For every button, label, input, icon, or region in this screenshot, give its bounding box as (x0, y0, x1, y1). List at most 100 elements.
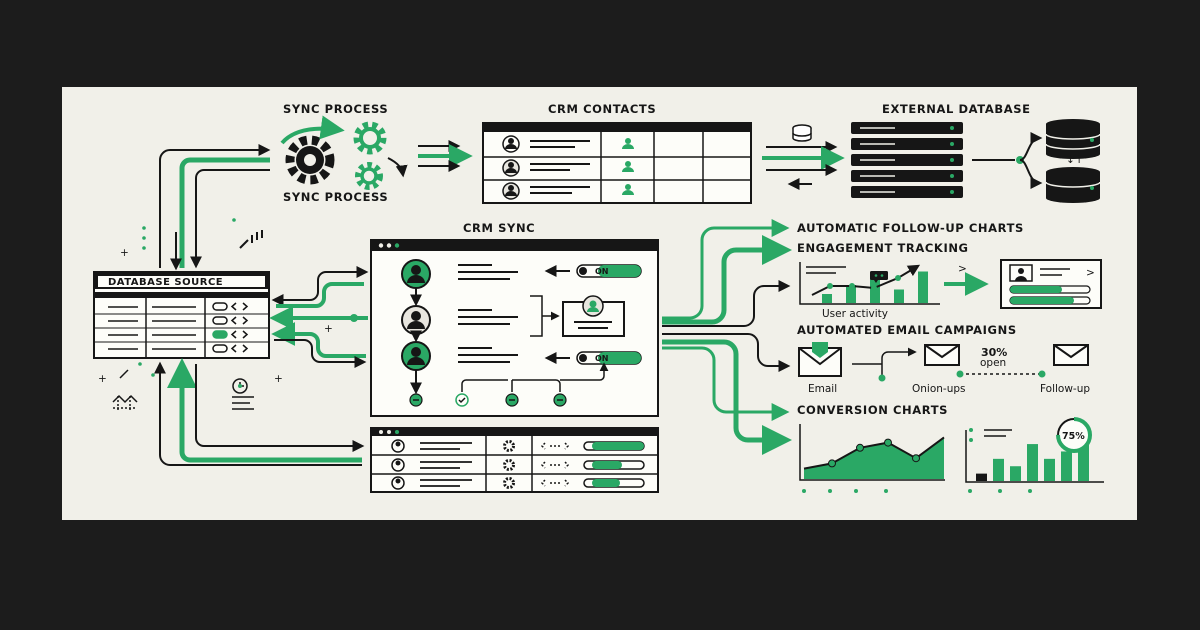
decoration (142, 218, 236, 250)
engagement-bar (918, 271, 928, 303)
gear-icon (503, 440, 515, 452)
toggle-on[interactable] (576, 264, 642, 278)
checkmark-icon (409, 393, 423, 407)
engagement-bar (846, 285, 856, 303)
user-icon (502, 135, 520, 153)
decoration: + (120, 247, 129, 259)
decoration (138, 362, 155, 377)
engagement-bar (822, 294, 832, 303)
area-line (803, 436, 945, 470)
crm-contacts-table (482, 122, 752, 204)
conversion-bar (993, 458, 1004, 481)
sync-status-table (370, 427, 659, 493)
toggle-on[interactable] (576, 351, 642, 365)
conversion-charts-label: CONVERSION CHARTS (797, 403, 948, 417)
email-label: Email (808, 383, 837, 395)
code-icon (540, 442, 570, 487)
server-rack-icon (851, 122, 963, 198)
fanout-connector (662, 280, 791, 327)
user-icon (401, 259, 431, 289)
sync-process-bottom-label: SYNC PROCESS (283, 190, 388, 204)
crm-sync-label: CRM SYNC (463, 221, 535, 235)
trend-line (811, 264, 921, 296)
loop-connector (154, 361, 362, 466)
fanout-connector (662, 219, 790, 320)
chevron-icon: > (1086, 267, 1095, 279)
engagement-bar (894, 289, 904, 303)
loop-connector (159, 144, 271, 268)
area-point (884, 438, 892, 447)
gear-icon (353, 121, 387, 155)
gear-icon (285, 135, 335, 185)
user-activity-label: User activity (822, 308, 888, 320)
envelope-icon (924, 344, 960, 366)
conversion-bar (1027, 444, 1038, 481)
engagement-chart (799, 262, 940, 305)
area-point (828, 459, 836, 468)
flow-connector (560, 362, 609, 381)
db-sync-mark: ↓↑ (1066, 154, 1084, 166)
user-icon (401, 305, 431, 335)
loop-connector (195, 364, 365, 452)
flow-connector (852, 352, 915, 378)
decoration (239, 230, 263, 249)
conversion-gauge (1056, 417, 1092, 453)
conversion-bar-chart (965, 428, 1104, 493)
user-icon (401, 341, 431, 371)
database-icon (1045, 167, 1101, 203)
open-rate-label: open (980, 357, 1006, 369)
automatic-followup-label: AUTOMATIC FOLLOW-UP CHARTS (797, 221, 1024, 235)
follow-up-label: Follow-up (1040, 383, 1090, 395)
area-fill (804, 437, 944, 479)
user-icon (391, 439, 405, 453)
gauge-value: 75% (1062, 431, 1085, 442)
loop-connector (190, 169, 270, 269)
database-icon (792, 124, 812, 142)
decoration (232, 396, 254, 410)
chevron-icon: > (958, 263, 967, 275)
external-database-label: EXTERNAL DATABASE (882, 102, 1031, 116)
user-icon (622, 184, 634, 195)
user-icon (391, 476, 405, 490)
conversion-bar (1061, 451, 1072, 481)
sync-arrow (280, 115, 345, 145)
junction-dot (350, 314, 358, 322)
crm-contacts-label: CRM CONTACTS (548, 102, 656, 116)
automated-email-label: AUTOMATED EMAIL CAMPAIGNS (797, 323, 1017, 337)
database-source-label: DATABASE SOURCE (108, 277, 223, 288)
junction-dot (1038, 370, 1046, 378)
flow-arrow (1019, 132, 1043, 161)
flow-connector (271, 266, 369, 306)
decoration: + (98, 373, 107, 385)
user-icon (1009, 264, 1033, 282)
gear-icon (503, 477, 515, 489)
conversion-bar (976, 473, 987, 481)
contact-card (562, 295, 625, 337)
toggle-on-label: ON (595, 267, 609, 276)
flow-connector (276, 282, 364, 308)
fanout-connector (662, 339, 792, 455)
flow-connector (274, 339, 367, 368)
area-point (856, 443, 864, 452)
database-source-table (93, 271, 270, 359)
sync-arrow (387, 157, 408, 178)
open-rate-value: 30% (981, 346, 1007, 359)
code-icon (212, 302, 249, 353)
progress-bar (583, 441, 645, 451)
decoration: + (274, 373, 283, 385)
area-point (912, 454, 920, 463)
conversion-bar (1044, 458, 1055, 481)
junction-dot (878, 374, 886, 382)
engagement-tracking-label: ENGAGEMENT TRACKING (797, 241, 969, 255)
crm-sync-window: ON ON (370, 239, 659, 417)
progress-bar (583, 460, 645, 470)
profile-card: > (1000, 259, 1102, 309)
conversion-area-chart (799, 424, 945, 493)
user-icon (502, 182, 520, 200)
user-icon (391, 458, 405, 472)
fanout-connector (662, 346, 790, 421)
decoration: + (324, 323, 333, 335)
user-icon (502, 159, 520, 177)
decoration (112, 369, 138, 410)
